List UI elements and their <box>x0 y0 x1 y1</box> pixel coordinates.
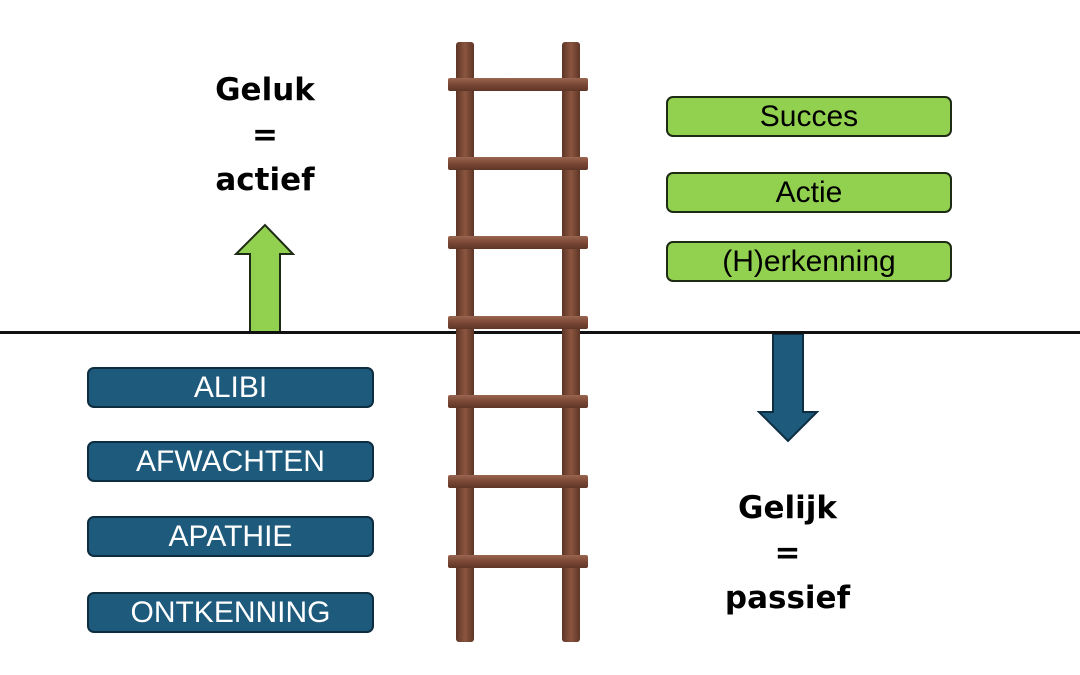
box-alibi: ALIBI <box>87 367 374 408</box>
box-ontkenning: ONTKENNING <box>87 592 374 633</box>
gelijk-heading: Gelijk = passief <box>700 486 875 621</box>
box-actie: Actie <box>666 172 952 213</box>
geluk-heading-line2: = <box>252 117 278 153</box>
box-apathie: APATHIE <box>87 516 374 557</box>
geluk-heading: Geluk = actief <box>190 68 340 203</box>
horizon-line <box>0 331 1080 334</box>
box-afwachten: AFWACHTEN <box>87 441 374 482</box>
box-succes: Succes <box>666 96 952 137</box>
geluk-heading-line3: actief <box>215 162 315 198</box>
box-herkenning: (H)erkenning <box>666 241 952 282</box>
geluk-heading-line1: Geluk <box>215 72 315 108</box>
gelijk-heading-line3: passief <box>724 580 851 616</box>
gelijk-heading-line2: = <box>774 535 801 571</box>
gelijk-heading-line1: Gelijk <box>738 490 837 526</box>
